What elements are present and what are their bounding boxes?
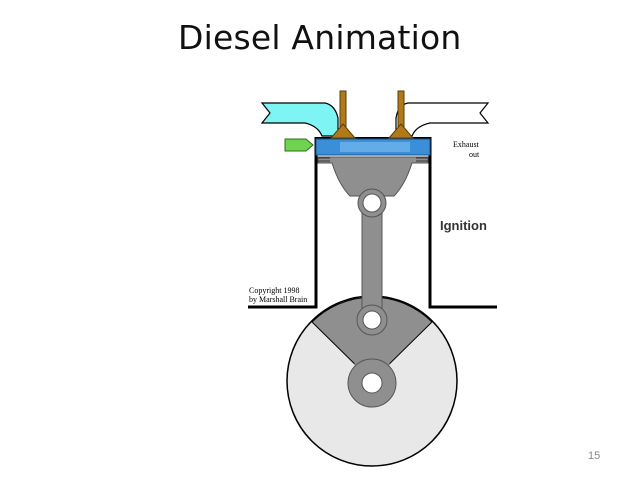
exhaust-valve-head — [387, 123, 415, 139]
connecting-rod — [361, 199, 383, 321]
cylinder-right-wall — [428, 137, 497, 309]
intake-valve-stem — [339, 90, 347, 128]
copyright-line1: Copyright 1998 — [249, 286, 299, 295]
cylinder-left-wall — [248, 137, 318, 309]
slide-title: Diesel Animation — [178, 18, 462, 57]
wrist-pin-hole — [362, 193, 382, 213]
intake-valve-head — [329, 123, 357, 139]
fuel-injector — [284, 138, 314, 152]
copyright-line2: by Marshall Brain — [249, 295, 307, 304]
ignition-label: Ignition — [440, 218, 487, 233]
exhaust-port — [395, 102, 490, 137]
crankpin-hole — [362, 310, 382, 330]
exhaust-label-line2: out — [469, 150, 480, 159]
exhaust-label-line1: Exhaust — [453, 140, 480, 149]
intake-port — [260, 102, 339, 137]
combustion-sparkle — [340, 142, 410, 152]
exhaust-valve-stem — [397, 90, 405, 128]
crankshaft-hole — [361, 372, 383, 394]
slide-number: 15 — [588, 450, 601, 462]
piston — [317, 156, 429, 197]
